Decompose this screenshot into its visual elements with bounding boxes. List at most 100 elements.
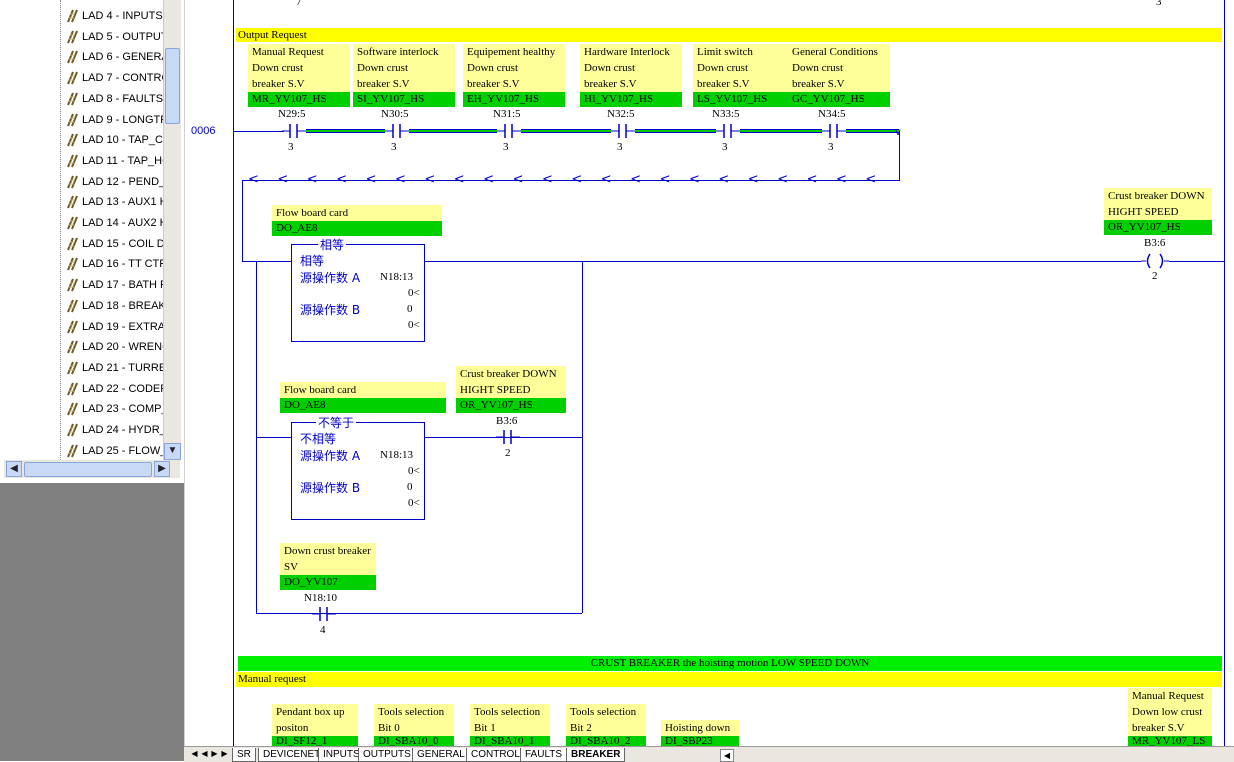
tree-item-ladder[interactable]: LAD 21 - TURRET: [64, 358, 173, 378]
left-arrow-icon: <: [777, 172, 789, 187]
tree-item-ladder[interactable]: LAD 20 - WRENCI: [64, 337, 173, 357]
tree-item-ladder[interactable]: LAD 23 - COMP_I: [64, 399, 171, 419]
tree-item-label: LAD 18 - BREAKE: [82, 299, 174, 312]
tree-item-ladder[interactable]: LAD 25 - FLOW_F: [64, 441, 173, 461]
neq-instruction[interactable]: [291, 422, 425, 520]
sv-contact-symbol: DO_YV107: [280, 575, 376, 590]
xic-contact-icon[interactable]: [496, 428, 520, 446]
tree-item-ladder[interactable]: LAD 9 - LONGTRA: [64, 110, 176, 130]
ladder-file-icon: [67, 9, 78, 23]
tree-item-ladder[interactable]: LAD 18 - BREAKE: [64, 296, 173, 316]
neq-subtitle: 不相等: [300, 432, 337, 446]
file-tab[interactable]: FAULTS: [520, 748, 568, 762]
energized-wire: [521, 129, 611, 133]
contact-desc-line1: Manual Request: [252, 46, 324, 58]
tabs-scroll-left-icon[interactable]: ◀: [720, 749, 734, 762]
file-tab[interactable]: DEVICENET: [258, 748, 326, 762]
equ-source-a-address: N18:13: [380, 271, 413, 283]
tree-item-ladder[interactable]: LAD 22 - CODER_: [64, 379, 174, 399]
tree-item-ladder[interactable]: LAD 6 - GENERAL: [64, 47, 175, 67]
ladder-file-icon: [67, 382, 78, 396]
ladder-file-icon: [67, 175, 78, 189]
tree-item-ladder[interactable]: LAD 12 - PEND_B: [64, 172, 172, 192]
equ-source-b-label: 源操作数 B: [300, 303, 361, 317]
file-tab[interactable]: GENERAL: [412, 748, 470, 762]
wire-down-arrow-icon: v: [895, 127, 901, 138]
tree-item-ladder[interactable]: LAD 5 - OUTPUTS: [64, 27, 175, 47]
neq-symbol: DO_AE8: [280, 398, 446, 413]
empty-panel-area: [0, 483, 184, 761]
first-tab-icon[interactable]: ◀: [191, 749, 198, 758]
tree-item-label: LAD 12 - PEND_B: [82, 175, 173, 188]
tree-item-ladder[interactable]: LAD 24 - HYDR_U: [64, 420, 174, 440]
tree-hscroll-thumb[interactable]: [24, 462, 152, 477]
tree-item-ladder[interactable]: LAD 16 - TT CTR/: [64, 254, 170, 274]
energized-wire: [409, 129, 497, 133]
ladder-file-icon: [67, 113, 78, 126]
neq-source-b-label: 源操作数 B: [300, 481, 361, 495]
last-tab-icon[interactable]: ▶: [221, 749, 228, 758]
energized-wire: [846, 129, 899, 133]
xic-contact-icon[interactable]: [822, 122, 846, 140]
file-tab[interactable]: BREAKER: [566, 748, 626, 762]
tree-horizontal-scrollbar[interactable]: ◀ ▶: [4, 460, 180, 478]
left-arrow-icon: <: [395, 172, 406, 187]
tree-item-label: LAD 4 - INPUTS: [82, 10, 163, 22]
rung-number[interactable]: 0006: [191, 125, 216, 137]
equ-instruction[interactable]: [291, 244, 425, 342]
contact-desc-line3: breaker S.V: [792, 78, 845, 90]
sv-desc-line2: SV: [284, 561, 299, 573]
rung-wire: [234, 131, 282, 132]
tree-item-ladder[interactable]: LAD 10 - TAP_CT: [64, 130, 170, 150]
tree-item-ladder[interactable]: LAD 19 - EXTRAC: [64, 317, 173, 337]
contact-desc-line2: Down crust: [357, 62, 409, 74]
xic-contact-icon[interactable]: [282, 122, 306, 140]
xic-contact-icon[interactable]: [312, 605, 336, 623]
tree-item-label: LAD 8 - FAULTS: [82, 92, 164, 105]
xic-contact-icon[interactable]: [716, 122, 740, 140]
file-tab[interactable]: OUTPUTS: [358, 748, 416, 762]
rung2-coil-symbol: MR_YV107_LS: [1128, 736, 1212, 746]
rung2-contact-symbol: DI_SF12_1: [272, 736, 358, 746]
tree-item-ladder[interactable]: LAD 7 - CONTROL: [64, 68, 176, 88]
tree-vscroll-thumb[interactable]: [165, 48, 180, 124]
scroll-right-arrow-icon[interactable]: ▶: [154, 461, 170, 477]
output-coil-icon[interactable]: [1141, 252, 1169, 270]
tree-item-label: LAD 20 - WRENCI: [82, 341, 174, 354]
left-arrow-icon: <: [512, 172, 524, 187]
neq-source-a-value: 0<: [408, 465, 420, 477]
sv-contact-address: N18:10: [304, 592, 337, 604]
contact-bit: 3: [288, 141, 294, 153]
tree-item-label: LAD 24 - HYDR_U: [82, 424, 174, 436]
tree-item-ladder[interactable]: LAD 13 - AUX1 H: [64, 192, 168, 212]
tree-item-ladder[interactable]: LAD 8 - FAULTS: [64, 89, 163, 109]
prev-tab-icon[interactable]: ◀: [201, 749, 208, 758]
tree-item-label: LAD 15 - COIL DR: [82, 237, 173, 250]
scroll-down-arrow-icon[interactable]: ▼: [164, 443, 181, 460]
contact-desc-line1: Hardware Interlock: [584, 46, 670, 58]
right-power-rail: [1224, 0, 1225, 746]
tree-item-ladder[interactable]: LAD 17 - BATH PI: [64, 275, 170, 295]
left-arrow-icon: <: [718, 172, 730, 187]
ladder-file-icon: [67, 154, 78, 168]
next-tab-icon[interactable]: ▶: [211, 749, 218, 758]
tree-item-ladder[interactable]: LAD 14 - AUX2 H: [64, 213, 168, 233]
xic-contact-icon[interactable]: [385, 122, 409, 140]
energized-wire: [635, 129, 716, 133]
tree-item-ladder[interactable]: LAD 4 - INPUTS: [64, 6, 163, 26]
xic-contact-icon[interactable]: [611, 122, 635, 140]
xic-contact-icon[interactable]: [497, 122, 521, 140]
file-tab[interactable]: SR: [232, 748, 256, 762]
scroll-left-arrow-icon[interactable]: ◀: [6, 461, 22, 477]
file-tab[interactable]: CONTROL: [466, 748, 525, 762]
tree-item-ladder[interactable]: LAD 15 - COIL DR: [64, 234, 173, 254]
contact-symbol: SI_YV107_HS: [353, 92, 455, 107]
tree-item-label: LAD 13 - AUX1 H: [82, 196, 168, 209]
contact-desc-line1: Software interlock: [357, 46, 439, 58]
rung-comment: Output Request: [236, 28, 1222, 42]
tree-item-ladder[interactable]: LAD 11 - TAP_HC: [64, 151, 170, 171]
